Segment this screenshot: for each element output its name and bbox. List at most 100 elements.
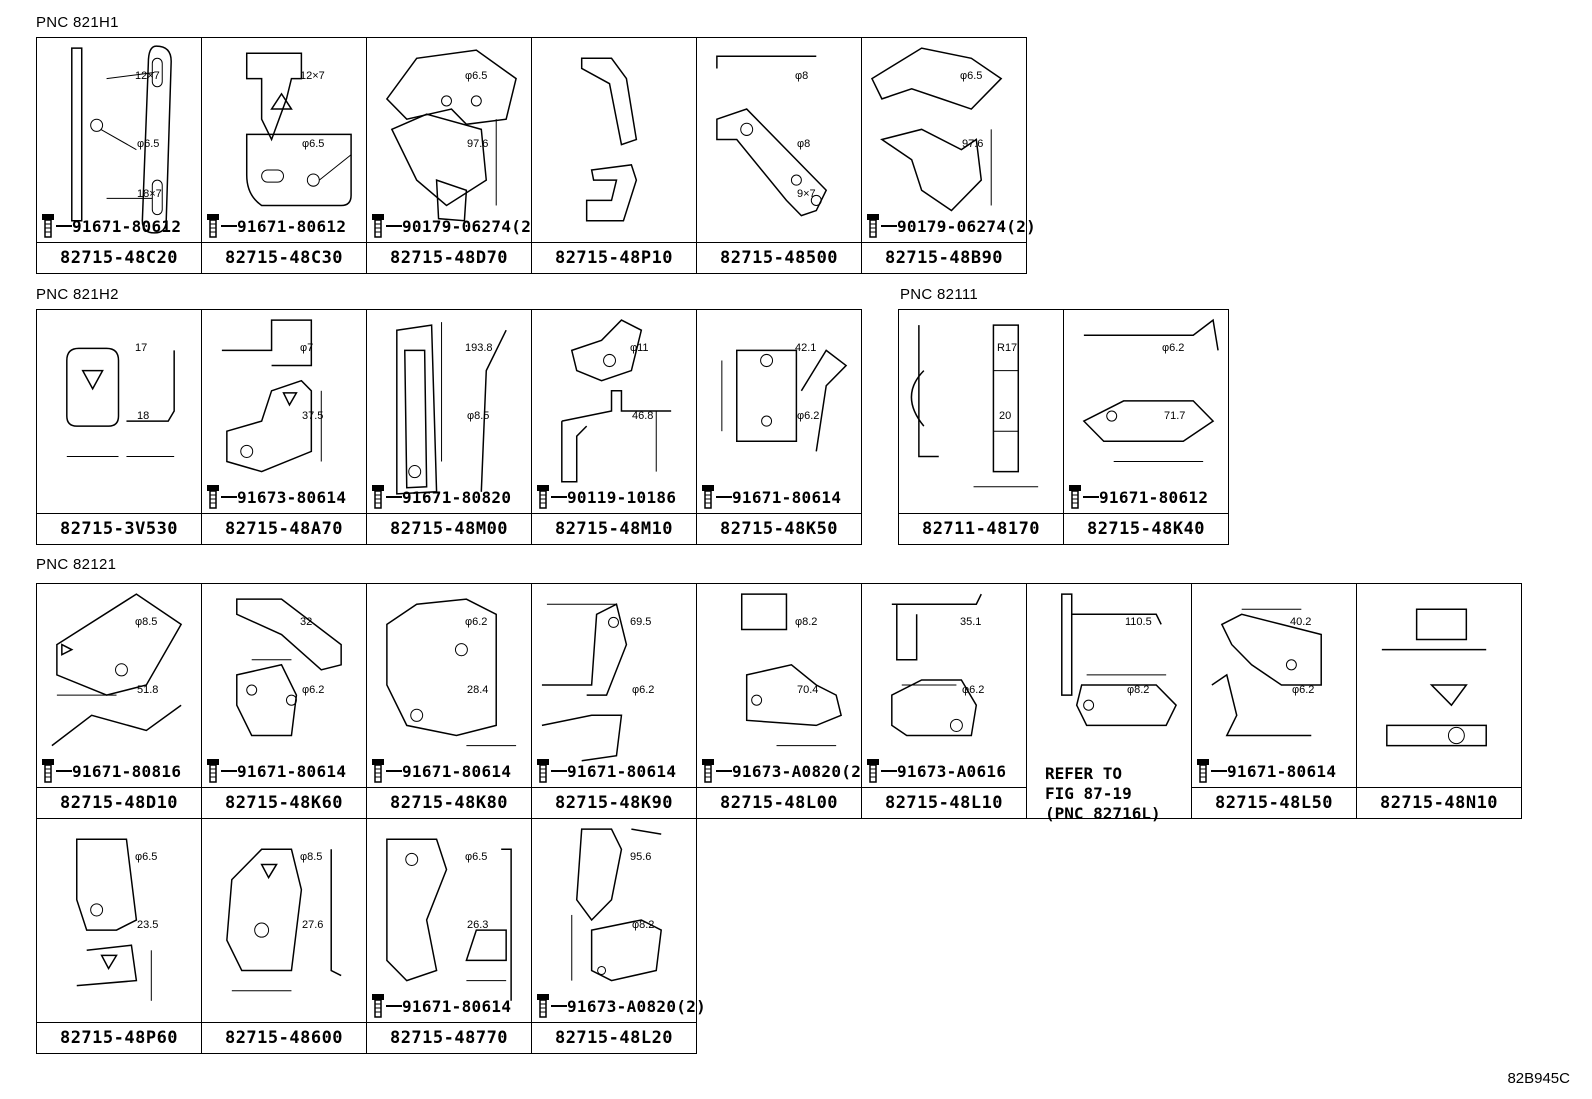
bolt-part-number: 91671-80820 xyxy=(402,487,512,507)
part-illustration xyxy=(367,819,531,1021)
bolt-part-number: 90119-10186 xyxy=(567,487,677,507)
part-illustration xyxy=(862,584,1026,786)
part-cell: φ11 46.8 90119-10186 82715-48M10 xyxy=(531,309,697,545)
bolt-icon xyxy=(537,485,549,509)
bolt-icon xyxy=(537,994,549,1018)
dimension-label: 95.6 xyxy=(630,851,652,863)
part-illustration xyxy=(367,310,531,512)
dimension-label: 18 xyxy=(137,410,150,422)
dimension-label: 110.5 xyxy=(1125,616,1152,628)
bolt-icon xyxy=(372,485,384,509)
part-number: 82715-48L10 xyxy=(862,787,1026,818)
part-number: 82715-48M10 xyxy=(532,513,696,544)
bolt-icon xyxy=(702,759,714,783)
bolt-part-number: 91671-80614 xyxy=(402,996,512,1016)
part-number: 82715-48K90 xyxy=(532,787,696,818)
part-number: 82715-48M00 xyxy=(367,513,531,544)
part-number: 82715-48K40 xyxy=(1064,513,1228,544)
bolt-icon xyxy=(42,759,54,783)
bolt-part-number: 91671-80614 xyxy=(402,761,512,781)
part-number: 82715-48600 xyxy=(202,1022,366,1053)
dimension-label: φ8.2 xyxy=(795,616,818,628)
dimension-label: 28.4 xyxy=(467,684,489,696)
bolt-part-number: 91671-80614 xyxy=(732,487,842,507)
bolt-callout: 91671-80820 xyxy=(370,484,511,510)
bolt-callout: 90119-10186 xyxy=(535,484,676,510)
bolt-callout: 91671-80612 xyxy=(40,213,181,239)
part-number: 82715-48L20 xyxy=(532,1022,696,1053)
bolt-part-number: 91673-A0820(2) xyxy=(567,996,707,1016)
dimension-label: φ11 xyxy=(630,342,649,354)
part-number: 82715-48N10 xyxy=(1357,787,1521,818)
bolt-icon xyxy=(867,214,879,238)
bolt-part-number: 91673-A0616 xyxy=(897,761,1007,781)
part-number: 82715-48L00 xyxy=(697,787,861,818)
bolt-icon xyxy=(207,759,219,783)
dimension-label: 12×7 xyxy=(135,70,160,82)
dimension-label: 26.3 xyxy=(467,919,489,931)
dimension-label: φ6.2 xyxy=(1292,684,1315,696)
part-illustration xyxy=(202,38,366,241)
part-illustration xyxy=(37,310,201,512)
bolt-callout: 91671-80614 xyxy=(370,993,511,1019)
bolt-callout: 91673-A0616 xyxy=(865,758,1006,784)
part-illustration xyxy=(532,584,696,786)
dimension-label: 46.8 xyxy=(632,410,654,422)
dimension-label: 20 xyxy=(999,410,1012,422)
part-illustration xyxy=(899,310,1063,512)
part-number: 82715-48P60 xyxy=(37,1022,201,1053)
bolt-part-number: 91671-80612 xyxy=(1099,487,1209,507)
part-number: 82715-48K60 xyxy=(202,787,366,818)
bolt-icon xyxy=(372,214,384,238)
bolt-icon xyxy=(372,759,384,783)
bolt-callout: 91673-80614 xyxy=(205,484,346,510)
bolt-callout: 90179-06274(2) xyxy=(370,213,541,239)
part-number: 82715-48L50 xyxy=(1192,787,1356,818)
part-illustration xyxy=(532,310,696,512)
part-illustration xyxy=(37,38,201,241)
bolt-callout: 91671-80816 xyxy=(40,758,181,784)
bolt-callout: 91673-A0820(2) xyxy=(535,993,706,1019)
bolt-icon xyxy=(207,485,219,509)
part-illustration xyxy=(697,584,861,786)
section-title-82111: PNC 82111 xyxy=(900,286,979,303)
bolt-part-number: 91671-80614 xyxy=(1227,761,1337,781)
part-cell: φ8.5 27.6 82715-48600 xyxy=(201,818,367,1054)
bolt-part-number: 91671-80816 xyxy=(72,761,182,781)
bolt-part-number: 91671-80612 xyxy=(72,216,182,236)
bolt-part-number: 90179-06274(2) xyxy=(897,216,1037,236)
dimension-label: φ8.5 xyxy=(300,851,323,863)
part-illustration xyxy=(37,819,201,1021)
part-number: 82715-48C30 xyxy=(202,242,366,273)
dimension-label: φ8.2 xyxy=(1127,684,1150,696)
dimension-label: 27.6 xyxy=(302,919,324,931)
bolt-part-number: 91673-A0820(2) xyxy=(732,761,872,781)
section-title-82121: PNC 82121 xyxy=(36,556,117,573)
dimension-label: φ8 xyxy=(795,70,809,82)
part-number: 82715-48D70 xyxy=(367,242,531,273)
bolt-icon xyxy=(867,759,879,783)
dimension-label: φ6.5 xyxy=(302,138,325,150)
bolt-callout: 91671-80614 xyxy=(370,758,511,784)
dimension-label: 17 xyxy=(135,342,148,354)
bolt-icon xyxy=(372,994,384,1018)
dimension-label: φ6.2 xyxy=(302,684,325,696)
dimension-label: 40.2 xyxy=(1290,616,1312,628)
part-illustration xyxy=(37,584,201,786)
refer-note: REFER TO FIG 87-19 (PNC 82716L) xyxy=(1045,764,1161,823)
part-illustration xyxy=(1027,584,1191,786)
bolt-callout: 91673-A0820(2) xyxy=(700,758,871,784)
part-illustration xyxy=(367,584,531,786)
part-illustration xyxy=(202,584,366,786)
